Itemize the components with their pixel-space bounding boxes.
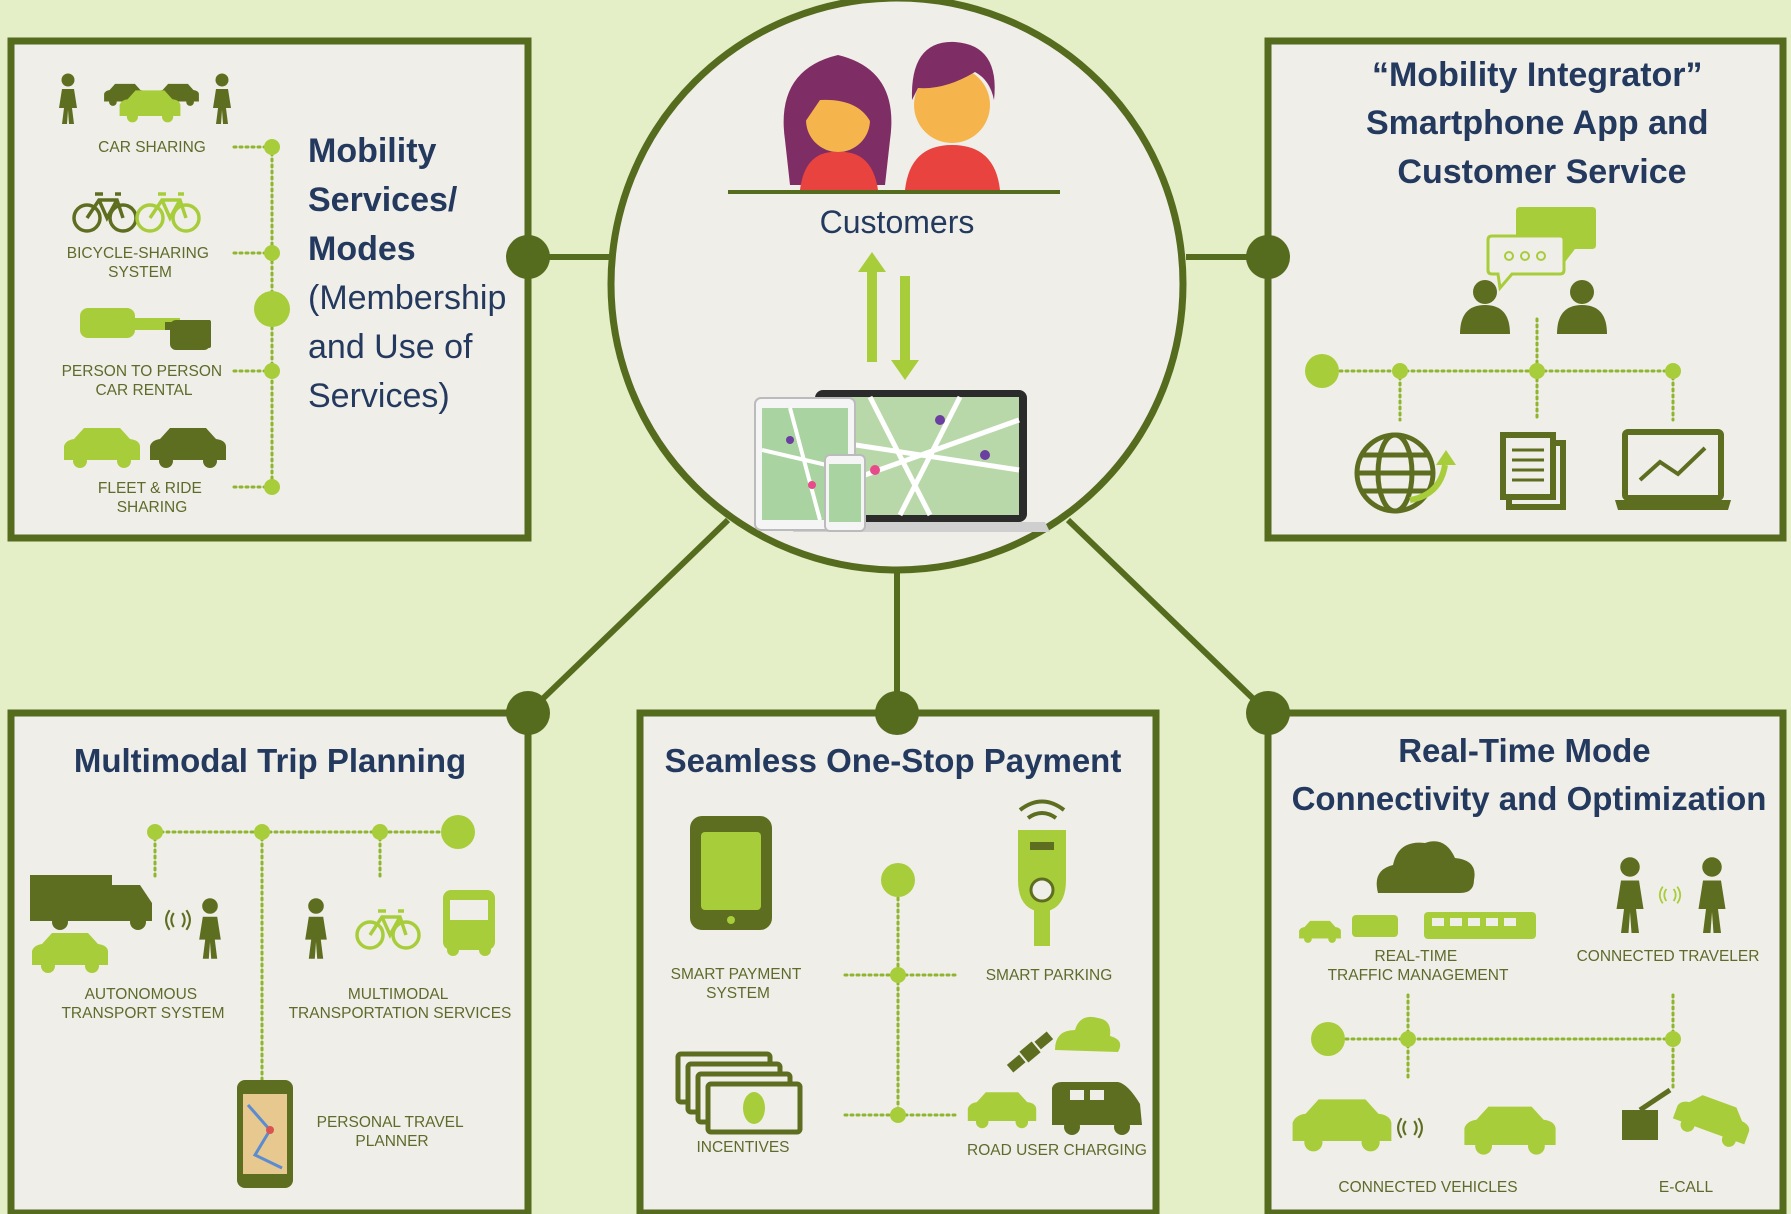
payment-title: Seamless One-Stop Payment bbox=[665, 742, 1122, 779]
smart-phone-icon bbox=[690, 816, 772, 930]
chat-bubble-icon bbox=[1486, 207, 1596, 292]
support-people-icon bbox=[1460, 280, 1607, 334]
e-call-label: E-CALL bbox=[1659, 1179, 1714, 1196]
personal-travel-planner-label: PERSONAL TRAVEL PLANNER bbox=[317, 1114, 468, 1150]
bicycle-sharing-label: BICYCLE-SHARING SYSTEM bbox=[67, 245, 213, 281]
trip-planning-title: Multimodal Trip Planning bbox=[74, 742, 466, 779]
multimodal-services-label: MULTIMODAL TRANSPORTATION SERVICES bbox=[289, 986, 512, 1022]
laptop-chart-icon bbox=[1615, 429, 1731, 510]
mobility-integrator-title: “Mobility Integrator” Smartphone App and… bbox=[1366, 56, 1718, 191]
exchange-arrows-icon bbox=[858, 252, 919, 380]
cash-icon bbox=[675, 1051, 803, 1135]
connected-vehicles-label: CONNECTED VEHICLES bbox=[1338, 1179, 1517, 1196]
devices-map-icon bbox=[754, 390, 1050, 532]
multimodal-services-icon bbox=[305, 890, 495, 959]
realtime-title: Real-Time Mode Connectivity and Optimiza… bbox=[1292, 732, 1767, 817]
key-icon bbox=[80, 308, 211, 350]
customers-icon bbox=[728, 41, 1060, 194]
autonomous-truck-icon bbox=[30, 875, 221, 973]
person-to-person-label: PERSON TO PERSON CAR RENTAL bbox=[62, 363, 227, 399]
connected-traveler-label: CONNECTED TRAVELER bbox=[1577, 948, 1760, 965]
car-sharing-label: CAR SHARING bbox=[98, 139, 206, 156]
traffic-management-icon bbox=[1299, 841, 1536, 943]
document-icon bbox=[1500, 432, 1566, 510]
smart-parking-label: SMART PARKING bbox=[986, 967, 1113, 984]
road-user-charging-label: ROAD USER CHARGING bbox=[967, 1142, 1147, 1159]
autonomous-transport-label: AUTONOMOUS TRANSPORT SYSTEM bbox=[61, 986, 224, 1022]
trip-planning-panel: Multimodal Trip Planning AUTONOMOUS TRAN… bbox=[30, 742, 511, 1188]
customers-hub: Customers bbox=[607, 0, 1187, 574]
junction-nodes bbox=[506, 235, 1290, 735]
realtime-panel: Real-Time Mode Connectivity and Optimiza… bbox=[1292, 732, 1767, 1196]
road-charging-icon bbox=[967, 1016, 1142, 1135]
tablet-map-icon bbox=[237, 1080, 293, 1188]
payment-panel: Seamless One-Stop Payment SMART PAYMENT … bbox=[665, 742, 1147, 1159]
mobility-services-title: Mobility Services/ Modes bbox=[308, 132, 467, 268]
fleet-ride-label: FLEET & RIDE SHARING bbox=[98, 480, 206, 516]
incentives-label: INCENTIVES bbox=[696, 1139, 789, 1156]
mobility-integrator-panel: “Mobility Integrator” Smartphone App and… bbox=[1305, 56, 1731, 514]
hub-connectors bbox=[525, 254, 1271, 716]
globe-icon bbox=[1354, 432, 1456, 514]
tow-truck-icon bbox=[1622, 1087, 1756, 1152]
customers-label: Customers bbox=[820, 204, 975, 240]
mobility-services-subtitle: (Membership and Use of Services) bbox=[308, 279, 516, 415]
smart-payment-label: SMART PAYMENT SYSTEM bbox=[671, 966, 806, 1002]
parking-meter-icon bbox=[1018, 799, 1066, 946]
traffic-management-label: REAL-TIME TRAFFIC MANAGEMENT bbox=[1328, 948, 1509, 984]
mobility-services-panel: Mobility Services/ Modes (Membership and… bbox=[59, 73, 516, 516]
